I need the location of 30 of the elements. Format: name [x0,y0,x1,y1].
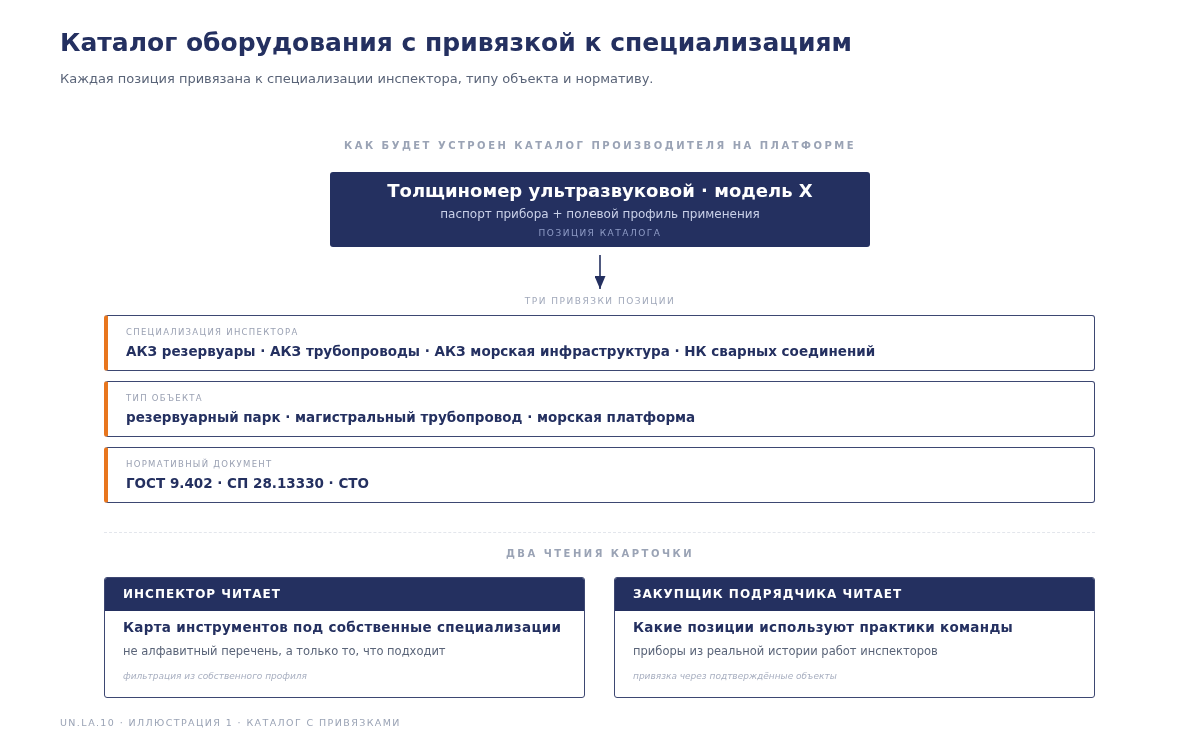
section-heading: ДВА ЧТЕНИЯ КАРТОЧКИ [505,547,695,561]
catalog-item-box [330,172,870,247]
reader-card [104,577,585,698]
binding-values: АКЗ резервуары · АКЗ трубопроводы · АКЗ морская инфраструктура · НК сварных соединений [126,342,876,361]
binding-values: резервуарный парк · магистральный трубопровод · морская платформа [126,408,696,427]
card-title: Карта инструментов под собственные специализации [123,618,562,637]
item-description: паспорт прибора + полевой профиль применения [440,206,760,223]
binding-values: ГОСТ 9.402 · СП 28.13330 · СТО [126,474,370,493]
subtitle: Каждая позиция привязана к специализации инспектора, типу объекта и нормативу. [60,70,654,87]
section-heading: КАК БУДЕТ УСТРОЕН КАТАЛОГ ПРОИЗВОДИТЕЛЯ НА ПЛАТФОРМЕ [344,139,856,153]
card-note: привязка через подтверждённые объекты [633,670,837,683]
reader-card [614,577,1095,698]
binding-category: НОРМАТИВНЫЙ ДОКУМЕНТ [126,458,273,471]
binding-card [104,447,1095,503]
card-note: фильтрация из собственного профиля [123,670,308,683]
card-header: ИНСПЕКТОР ЧИТАЕТ [105,578,584,611]
card-title: Какие позиции используют практики команды [633,618,1014,637]
binding-category: ТИП ОБЪЕКТА [126,392,203,405]
item-tag: ПОЗИЦИЯ КАТАЛОГА [538,227,662,240]
card-header: ЗАКУПЩИК ПОДРЯДЧИКА ЧИТАЕТ [615,578,1094,611]
item-title: Толщиномер ультразвуковой · модель X [387,179,813,203]
arrow [594,254,606,290]
binding-category: СПЕЦИАЛИЗАЦИЯ ИНСПЕКТОРА [126,326,299,339]
binding-card [104,315,1095,371]
card-text: не алфавитный перечень, а только то, что подходит [123,643,446,660]
figure-caption: UN.LA.10 · ИЛЛЮСТРАЦИЯ 1 · КАТАЛОГ С ПРИВЯЗКАМИ [60,716,401,729]
card-text: приборы из реальной истории работ инспекторов [633,643,938,660]
section-label: ТРИ ПРИВЯЗКИ ПОЗИЦИИ [524,295,676,308]
page-title: Каталог оборудования с привязкой к специализациям [60,27,852,59]
binding-card [104,381,1095,437]
